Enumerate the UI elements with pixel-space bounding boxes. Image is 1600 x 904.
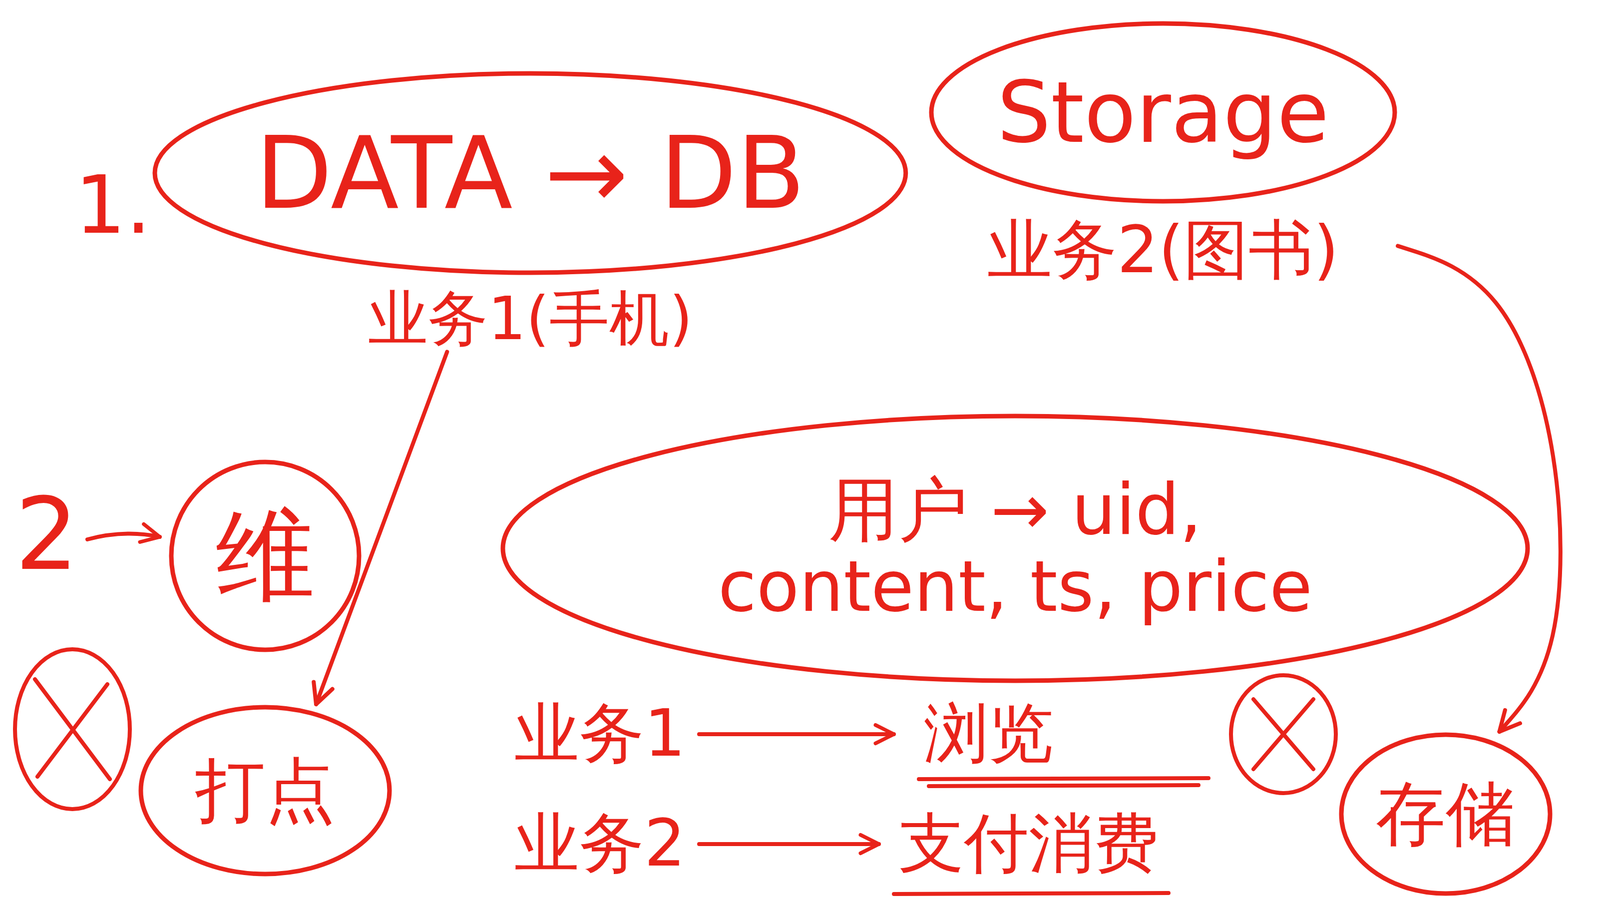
step-number: 2: [14, 474, 79, 595]
node-note: 业务1(手机): [368, 285, 693, 352]
storage-ellipse: Storage 业务2(图书): [928, 20, 1398, 286]
business-label: 业务1: [514, 694, 686, 773]
dimension-circle: 维: [168, 458, 363, 653]
node-note-group: 业务1(手机): [151, 285, 909, 352]
node-label: 用户 → uid, content, ts, price: [685, 471, 1345, 626]
storage-circle: 存储: [1338, 731, 1554, 897]
underline: [918, 778, 1209, 787]
action-label: 支付消费: [898, 803, 1159, 882]
db-ellipse: DATA → DB 业务1(手机): [151, 70, 909, 352]
node-body: 维: [168, 458, 363, 653]
node-label: 存储: [1375, 775, 1516, 853]
node-label: 打点: [195, 752, 336, 829]
node-label: 维: [215, 500, 316, 611]
underline: [893, 892, 1169, 894]
flow-arrow: [1397, 245, 1561, 732]
action-label: 浏览: [923, 694, 1054, 773]
mapping-arrow: [699, 841, 879, 846]
outline-ellipse: [931, 23, 1395, 202]
tracking-circle: 打点: [137, 704, 393, 877]
outline-ellipse: [140, 707, 390, 874]
node-body: DATA → DB: [151, 70, 909, 276]
pointer-arrow: [87, 533, 160, 540]
cross-circle: [14, 649, 130, 809]
user-fields-oval: 用户 → uid, content, ts, price: [499, 412, 1531, 684]
outline-ellipse: [154, 73, 906, 273]
cross-circle: [1230, 675, 1336, 794]
business-label: 业务2: [514, 803, 686, 882]
node-note-group: 业务2(图书): [928, 214, 1398, 286]
flow-arrow: [316, 351, 447, 705]
node-body: 用户 → uid, content, ts, price: [499, 412, 1531, 684]
mapping-arrow: [699, 732, 894, 737]
node-body: 存储: [1338, 731, 1554, 897]
node-body: Storage: [928, 20, 1398, 205]
outline-ellipse: [502, 415, 1528, 681]
outline-ellipse: [1341, 734, 1551, 894]
outline-ellipse: [171, 461, 360, 650]
node-body: 打点: [137, 704, 393, 877]
node-label: Storage: [996, 65, 1329, 160]
node-label: DATA → DB: [255, 118, 805, 229]
node-note: 业务2(图书): [987, 214, 1339, 286]
cross-mark: [34, 679, 110, 780]
cross-mark: [1253, 699, 1314, 770]
step-number: 1.: [74, 157, 152, 254]
